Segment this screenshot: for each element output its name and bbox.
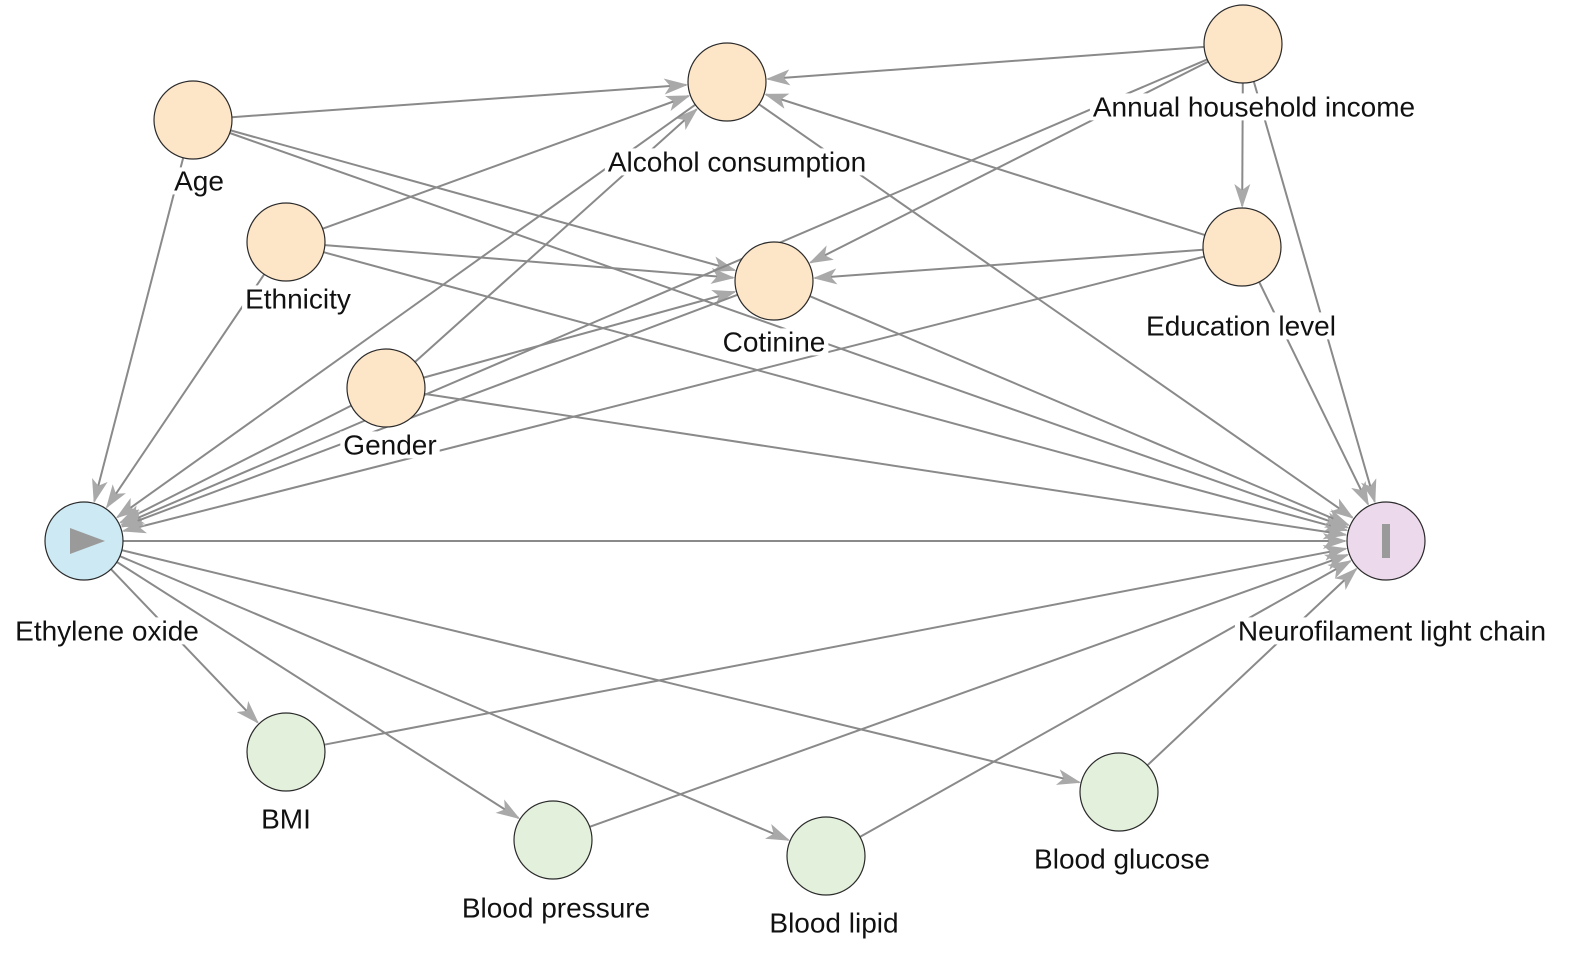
node-label-education: Education level [1146,310,1336,341]
play-triangle-icon [70,528,105,554]
edge-cotinine-to-exposure [120,293,738,528]
edge-education-to-alcohol [764,93,1206,237]
node-circle-alcohol [687,42,767,122]
edge-exposure-to-bp [116,561,521,820]
node-label-outcome: Neurofilament light chain [1238,615,1546,646]
edge-gender-to-exposure [118,404,352,524]
label-background [458,894,654,922]
node-label-bp: Blood pressure [462,892,650,923]
edge-bmi-to-outcome [324,544,1348,746]
edge-exposure-to-glucose [121,549,1082,785]
node-label-income: Annual household income [1093,91,1415,122]
node-circle-bp [513,800,593,880]
edge-glucose-to-outcome [1146,567,1358,767]
node-label-lipid: Blood lipid [769,907,898,938]
node-education [1202,207,1282,287]
edge-age-to-alcohol [231,78,689,119]
label-background [1089,93,1419,121]
node-glucose [1079,752,1159,832]
node-lipid [786,816,866,896]
label-background [171,167,227,195]
node-label-bmi: BMI [261,803,311,834]
edge-cotinine-to-outcome [809,295,1351,526]
node-circle-gender [346,348,426,428]
label-background [1234,617,1550,645]
node-circle-lipid [786,816,866,896]
nodes-layer [44,4,1426,896]
node-label-glucose: Blood glucose [1034,843,1210,874]
label-background [12,617,202,645]
bar-icon [1382,524,1390,558]
edge-exposure-to-lipid [119,555,791,841]
label-background [604,148,870,176]
node-income [1203,4,1283,84]
edge-education-to-exposure [121,255,1205,534]
node-label-gender: Gender [343,429,436,460]
node-circle-education [1202,207,1282,287]
node-label-cotinine: Cotinine [723,326,826,357]
edge-ethnicity-to-cotinine [324,244,736,284]
node-circle-cotinine [734,241,814,321]
edge-gender-to-cotinine [423,290,737,379]
labels-layer: Age Alcohol consumption Annual household i… [12,91,1550,938]
label-background [766,909,902,937]
edge-income-to-outcome [1252,81,1377,504]
label-background [258,805,314,833]
node-label-age: Age [174,165,224,196]
node-exposure [44,501,124,581]
label-background [242,285,354,313]
edge-ethnicity-to-exposure [105,273,266,509]
node-ethnicity [246,202,326,282]
node-circle-income [1203,4,1283,84]
edge-gender-to-outcome [424,392,1348,540]
edge-bp-to-outcome [589,553,1350,828]
edge-exposure-to-bmi [110,568,259,724]
edge-alcohol-to-exposure [115,103,696,519]
node-bp [513,800,593,880]
node-gender [346,348,426,428]
node-circle-age [153,80,233,160]
edges-layer [92,45,1377,841]
edge-income-to-alcohol [765,45,1205,86]
edge-age-to-cotinine [230,129,737,272]
node-circle-glucose [1079,752,1159,832]
edge-ethnicity-to-alcohol [322,95,691,230]
label-background [1143,312,1339,340]
node-bmi [246,712,326,792]
node-label-exposure: Ethylene oxide [15,615,199,646]
node-circle-bmi [246,712,326,792]
edge-lipid-to-outcome [859,560,1353,838]
node-label-alcohol: Alcohol consumption [608,146,866,177]
edge-income-to-exposure [119,58,1208,526]
node-alcohol [687,42,767,122]
edge-education-to-cotinine [812,248,1204,285]
node-outcome [1346,501,1426,581]
label-background [1031,845,1213,873]
node-circle-ethnicity [246,202,326,282]
edge-ethnicity-to-outcome [323,251,1349,533]
node-label-ethnicity: Ethnicity [245,283,351,314]
label-background [340,431,440,459]
node-cotinine [734,241,814,321]
label-background [719,328,829,356]
node-age [153,80,233,160]
edge-age-to-exposure [92,157,185,504]
